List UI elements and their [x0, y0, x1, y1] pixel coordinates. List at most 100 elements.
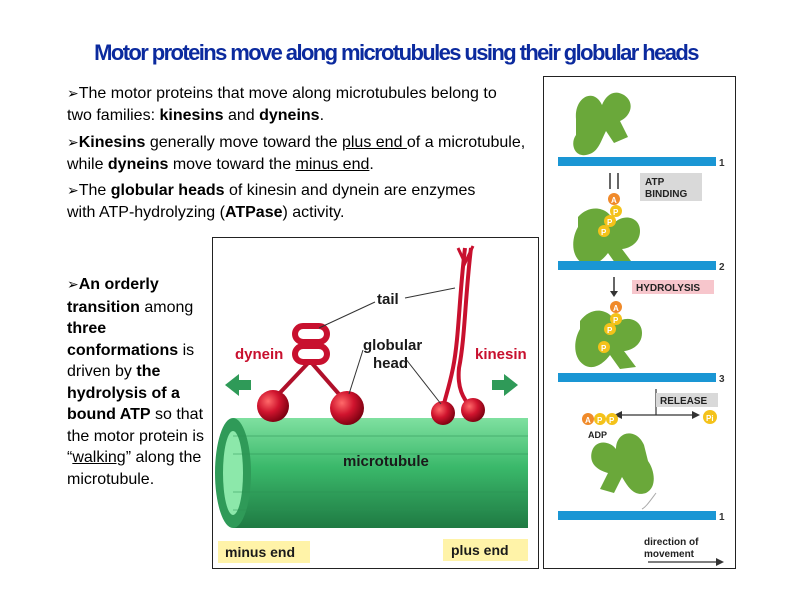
bullet-text: .	[319, 107, 325, 124]
phosphate-icon	[610, 313, 622, 325]
phosphate-icon	[598, 225, 610, 237]
bullet-keyword: dyneins	[259, 107, 320, 124]
bullet-text: of a microtubule, while	[67, 134, 526, 173]
bullet-text: is driven by	[67, 341, 195, 381]
arrow-bullet-icon: ➢	[67, 277, 79, 293]
bullet-keyword: kinesins	[159, 107, 224, 124]
arrowhead-icon	[610, 291, 618, 297]
adenosine-letter: A	[613, 304, 619, 313]
arrow-bullet-icon: ➢	[67, 135, 79, 151]
atp-binding-badge	[640, 173, 702, 201]
head-callout-line	[348, 349, 364, 395]
globular-head-label: globular	[363, 337, 422, 354]
bullet-text: of kinesin and dynein are enzymes with A…	[67, 182, 476, 221]
minus-end-label: minus end	[225, 544, 295, 560]
phosphate-letter: P	[601, 344, 607, 353]
minus-end-badge	[218, 541, 310, 563]
direction-label: movement	[644, 549, 695, 560]
tail-callout-line	[318, 301, 376, 329]
adenosine-letter: A	[611, 196, 617, 205]
bullet-text: and	[223, 107, 260, 124]
microtubule-track-1	[558, 157, 716, 166]
free-phosphate-icon	[703, 410, 717, 424]
bullet-families: ➢The motor proteins that move along micr…	[67, 83, 507, 127]
tail-callout-line	[404, 287, 456, 299]
bullet-text: The motor proteins that move along micro…	[67, 85, 497, 124]
phosphate-icon	[606, 413, 618, 425]
arrow-right-icon	[692, 411, 700, 419]
motor-protein-state-4	[591, 433, 654, 494]
plus-end-label: plus end	[451, 542, 509, 558]
phosphate-icon	[594, 413, 606, 425]
phosphate-letter: P	[613, 208, 619, 217]
release-badge	[656, 393, 718, 407]
bullet-keyword: ATPase	[224, 204, 283, 221]
free-phosphate-label: Pi	[706, 414, 714, 423]
dynein-motor	[257, 323, 364, 425]
bullet-text: The	[78, 182, 111, 199]
page-title: Motor proteins move along microtubules u…	[94, 40, 699, 65]
bullet-text: .	[369, 156, 374, 173]
step-number: 2	[719, 262, 725, 273]
bullet-text: so that the motor protein is “	[67, 406, 204, 466]
step-number: 1	[719, 512, 725, 523]
release-label: RELEASE	[660, 396, 708, 407]
arrow-bullet-icon: ➢	[67, 183, 79, 199]
bullet-keyword: the hydrolysis of a bound ATP	[67, 363, 180, 423]
phosphate-letter: P	[613, 316, 619, 325]
head-callout-line	[404, 357, 442, 405]
microtubule-cylinder	[215, 418, 528, 528]
phosphate-letter: P	[607, 326, 613, 335]
bullet-text: generally move toward the	[145, 134, 342, 151]
motor-protein-state-2	[573, 208, 640, 267]
atp-binding-label: ATP	[645, 177, 665, 188]
motor-protein-diagram: microtubule dynein kinesin tail	[215, 245, 528, 563]
arrow-bullet-icon: ➢	[67, 86, 79, 102]
kinesin-label: kinesin	[475, 346, 527, 363]
atp-adenosine-icon	[608, 193, 620, 205]
bullet-keyword: dyneins	[107, 156, 169, 173]
globular-head-label: head	[373, 355, 408, 372]
bullet-text: among	[139, 298, 194, 316]
phosphate-letter: P	[597, 416, 603, 425]
motion-mark	[641, 492, 657, 510]
bullet-underlined: minus end	[295, 156, 370, 173]
phosphate-letter: P	[609, 416, 615, 425]
bullet-underlined: walking	[72, 449, 126, 466]
adp-label: ADP	[588, 430, 607, 440]
direction-label: direction of	[644, 537, 699, 548]
bullet-atpase: ➢The globular heads of kinesin and dynei…	[67, 180, 507, 224]
bullet-keyword: Kinesins	[78, 134, 146, 151]
phosphate-icon	[610, 205, 622, 217]
phosphate-icon	[598, 341, 610, 353]
bullet-text: ” along the microtubule.	[67, 449, 202, 488]
bullet-keyword: globular heads	[110, 182, 225, 199]
atp-binding-label: BINDING	[645, 189, 687, 200]
atp-cycle-diagram: 1 ATP BINDING A P P P 2 HYDROLYSIS A P P…	[558, 92, 725, 566]
bullet-directions: ➢Kinesins generally move toward the plus…	[67, 132, 527, 176]
bullet-text: ) activity.	[282, 204, 345, 221]
arrow-left-icon	[225, 374, 251, 396]
kinesin-motor	[431, 245, 485, 425]
microtubule-track-4	[558, 511, 716, 520]
phosphate-icon	[604, 215, 616, 227]
adp-adenosine-icon	[582, 413, 594, 425]
bullet-keyword: An orderly transition	[67, 276, 159, 316]
step-number: 3	[719, 374, 725, 385]
motor-protein-state-3	[575, 310, 642, 369]
microtubule-track-2	[558, 261, 716, 270]
phosphate-icon	[604, 323, 616, 335]
arrow-left-icon	[614, 411, 622, 419]
microtubule-track-3	[558, 373, 716, 382]
step-number: 1	[719, 158, 725, 169]
hydrolysis-badge	[632, 280, 714, 294]
dynein-label: dynein	[235, 346, 283, 363]
bullet-keyword: three conformations	[67, 320, 179, 359]
atp-adenosine-icon	[610, 301, 622, 313]
arrow-right-icon	[492, 374, 518, 396]
microtubule-label: microtubule	[343, 453, 429, 470]
adenosine-letter: A	[585, 416, 591, 425]
bullet-walking: ➢An orderly transition among three confo…	[67, 274, 207, 490]
tail-label: tail	[377, 291, 399, 308]
bullet-text: move toward the	[168, 156, 296, 173]
